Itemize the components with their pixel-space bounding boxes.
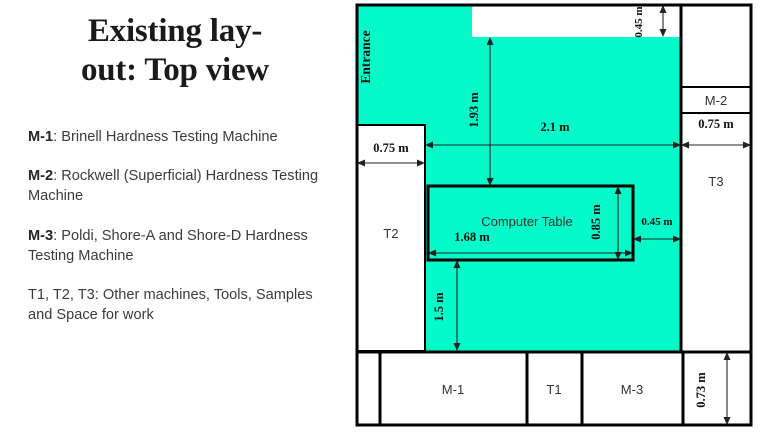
room-t2-label: T2 — [383, 226, 398, 241]
dim-table-clearance-label: 0.45 m — [641, 216, 672, 228]
dim-vertical-main-arrow — [486, 37, 494, 186]
floorplan-diagram: M-2 0.75 m T3 0.45 m Entrance T2 — [350, 0, 768, 433]
dim-horizontal-main-label: 2.1 m — [540, 120, 570, 134]
dim-table-depth-label: 0.85 m — [589, 204, 603, 240]
room-t3-label: T3 — [708, 174, 723, 189]
machine-m1-label: M-1 — [442, 382, 464, 397]
dim-vertical-main-label: 1.93 m — [467, 92, 481, 128]
dim-table-depth-arrow — [614, 186, 622, 260]
legend-text-m1: Brinell Hardness Testing Machine — [61, 129, 278, 146]
entrance-label: Entrance — [358, 30, 373, 83]
legend-key-m3: M-3 — [28, 227, 54, 244]
legend-sep-m1: : — [53, 129, 62, 146]
plan-outer-border-top — [355, 3, 753, 427]
machine-m3-label: M-3 — [621, 382, 643, 397]
dim-left-width-label: 0.75 m — [373, 141, 409, 155]
legend-key-m2: M-2 — [28, 168, 54, 185]
dim-bottom-depth-label: 0.73 m — [694, 372, 708, 408]
dim-bottom-depth-arrow — [723, 352, 731, 425]
legend-list: M-1: Brinell Hardness Testing Machine M-… — [14, 127, 336, 325]
dim-right-width-arrow — [681, 141, 751, 149]
legend-key-m1: M-1 — [28, 129, 54, 146]
room-t1-label: T1 — [546, 382, 561, 397]
dim-lower-clearance-arrow — [453, 260, 461, 351]
computer-table-box — [426, 184, 635, 262]
legend-sep-m2: : — [53, 168, 62, 185]
dim-left-width-arrow — [357, 159, 425, 167]
machine-m2-label: M-2 — [705, 93, 727, 108]
floorplan-svg: M-2 0.75 m T3 0.45 m Entrance T2 — [355, 3, 753, 427]
dim-right-width-label: 0.75 m — [698, 117, 734, 131]
dim-table-clearance-arrow — [633, 235, 681, 243]
dim-table-width-label: 1.68 m — [454, 230, 490, 244]
page-title: Existing lay- out: Top view — [14, 12, 336, 89]
legend-text-m2: Rockwell (Superficial) Hardness Testing … — [28, 168, 319, 205]
page-title-line-1: Existing lay- — [87, 13, 263, 49]
page-title-line-2: out: Top view — [80, 51, 270, 88]
legend-sep-m3: : — [53, 227, 62, 244]
text-panel: Existing lay- out: Top view M-1: Brinell… — [0, 0, 350, 433]
legend-item-m1: M-1: Brinell Hardness Testing Machine — [28, 127, 330, 147]
dim-top-gap-label: 0.45 m — [633, 6, 645, 37]
top-notch-white — [472, 5, 681, 37]
legend-text-tools: T1, T2, T3: Other machines, Tools, Sampl… — [28, 286, 313, 323]
legend-item-m2: M-2: Rockwell (Superficial) Hardness Tes… — [28, 166, 330, 206]
legend-text-m3: Poldi, Shore-A and Shore-D Hardness Test… — [28, 227, 308, 264]
room-top-right — [680, 4, 752, 88]
floor-area-green — [357, 5, 681, 351]
dim-top-gap-arrow — [659, 5, 667, 37]
dim-table-width-arrow — [428, 249, 633, 257]
legend-item-tools: T1, T2, T3: Other machines, Tools, Sampl… — [28, 285, 330, 325]
dim-lower-clearance-label: 1.5 m — [432, 292, 446, 322]
dim-horizontal-main-arrow — [425, 141, 681, 149]
computer-table-label: Computer Table — [481, 214, 573, 229]
legend-item-m3: M-3: Poldi, Shore-A and Shore-D Hardness… — [28, 226, 330, 266]
